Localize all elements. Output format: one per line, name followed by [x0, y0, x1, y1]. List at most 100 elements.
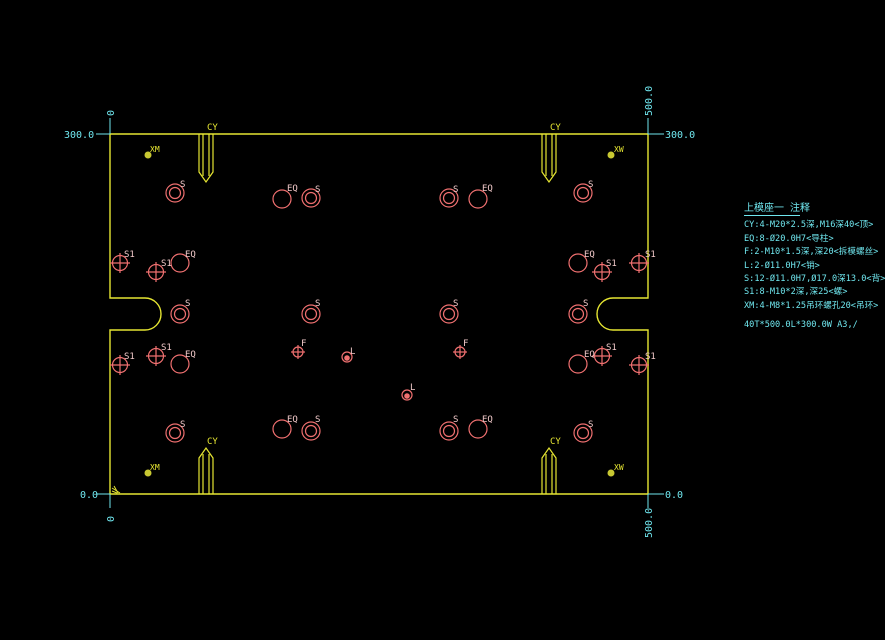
xw-marker: XW	[607, 145, 624, 159]
s-label: S	[588, 180, 593, 190]
s-label: S	[588, 420, 593, 430]
s-hole	[170, 304, 190, 324]
cy-label: CY	[550, 123, 561, 133]
s-label: S	[453, 299, 458, 309]
svg-text:XW: XW	[614, 463, 624, 472]
legend-line: EQ:8-Ø20.0H7<导柱>	[744, 233, 834, 244]
legend-line: F:2-M10*1.5深,深20<拆模螺丝>	[744, 247, 879, 258]
dim-vert-bottom-right: 500.0	[644, 508, 655, 538]
cy-label: CY	[550, 437, 561, 447]
f-label: F	[463, 339, 468, 349]
s1-label: S1	[124, 250, 135, 260]
svg-text:XM: XM	[150, 463, 160, 472]
s-hole	[165, 183, 185, 203]
eq-label: EQ	[482, 184, 493, 194]
eq-label: EQ	[287, 184, 298, 194]
dim-bottom-right: 0.0	[665, 490, 683, 501]
s-hole	[568, 304, 588, 324]
dim-bottom-left: 0.0	[80, 490, 98, 501]
s1-label: S1	[161, 343, 172, 353]
eq-hole	[468, 419, 488, 439]
origin-marker	[111, 485, 121, 494]
s1-hole	[592, 346, 612, 366]
s1-hole	[146, 262, 166, 282]
s-label: S	[583, 299, 588, 309]
s-label: S	[315, 415, 320, 425]
svg-text:XM: XM	[150, 145, 160, 154]
s-hole	[573, 423, 593, 443]
s-label: S	[315, 299, 320, 309]
s-hole	[439, 421, 459, 441]
eq-label: EQ	[584, 350, 595, 360]
eq-label: EQ	[287, 415, 298, 425]
s-label: S	[185, 299, 190, 309]
legend-line: L:2-Ø11.0H7<销>	[744, 260, 820, 271]
xm-marker: XM	[144, 145, 160, 159]
s1-hole	[629, 253, 649, 273]
s-hole	[439, 304, 459, 324]
s1-label: S1	[161, 259, 172, 269]
cy-label: CY	[207, 123, 218, 133]
s1-hole	[629, 355, 649, 375]
s-label: S	[180, 420, 185, 430]
eq-hole	[468, 189, 488, 209]
s-hole	[439, 188, 459, 208]
s-hole	[301, 304, 321, 324]
s-label: S	[453, 185, 458, 195]
eq-label: EQ	[185, 250, 196, 260]
dimension-lines	[96, 118, 664, 508]
legend-title-underline	[744, 215, 800, 217]
s-label: S	[315, 185, 320, 195]
legend-footer: 40T*500.0L*300.0W A3,/	[744, 320, 858, 331]
eq-label: EQ	[185, 350, 196, 360]
eq-label: EQ	[584, 250, 595, 260]
eq-hole	[170, 354, 190, 374]
eq-hole	[272, 419, 292, 439]
s-label: S	[180, 180, 185, 190]
f-hole	[291, 345, 305, 359]
dim-vert-top-right: 500.0	[644, 86, 655, 116]
cy-label: CY	[207, 437, 218, 447]
f-label: F	[301, 339, 306, 349]
cy-slot	[198, 446, 214, 494]
dim-vert-bottom-left: 0	[106, 516, 117, 522]
s-hole	[301, 188, 321, 208]
cy-slot	[198, 134, 214, 184]
s1-label: S1	[606, 259, 617, 269]
cy-slot	[541, 134, 557, 184]
l-label: L	[350, 347, 355, 357]
svg-text:XW: XW	[614, 145, 624, 154]
dim-vert-top-left: 0	[106, 110, 117, 116]
legend-line: S1:8-M10*2深,深25<螺>	[744, 287, 848, 298]
l-hole	[401, 389, 413, 401]
legend-line: CY:4-M20*2.5深,M16深40<顶>	[744, 220, 874, 231]
dim-top-left: 300.0	[64, 130, 94, 141]
s-hole	[165, 423, 185, 443]
xw-marker: XW	[607, 463, 624, 477]
s1-label: S1	[645, 352, 656, 362]
s1-hole	[592, 262, 612, 282]
l-hole	[341, 351, 353, 363]
s1-label: S1	[645, 250, 656, 260]
eq-label: EQ	[482, 415, 493, 425]
s-hole	[573, 183, 593, 203]
eq-hole	[568, 253, 588, 273]
eq-hole	[272, 189, 292, 209]
s1-label: S1	[124, 352, 135, 362]
f-hole	[453, 345, 467, 359]
legend-line: XM:4-M8*1.25吊环螺孔20<吊环>	[744, 300, 879, 311]
s1-label: S1	[606, 343, 617, 353]
s1-hole	[110, 253, 130, 273]
s-hole	[301, 421, 321, 441]
cy-slot	[541, 446, 557, 494]
legend-title: 上模座一 注释	[744, 203, 811, 214]
l-label: L	[410, 383, 415, 393]
eq-hole	[170, 253, 190, 273]
plate-outline	[109, 133, 649, 495]
xm-marker: XM	[144, 463, 160, 477]
s1-hole	[110, 355, 130, 375]
legend-line: S:12-Ø11.0H7,Ø17.0深13.0<背>	[744, 274, 885, 285]
notes-legend: 上模座一 注释 CY:4-M20*2.5深,M16深40<顶> EQ:8-Ø20…	[744, 202, 885, 333]
s1-hole	[146, 346, 166, 366]
